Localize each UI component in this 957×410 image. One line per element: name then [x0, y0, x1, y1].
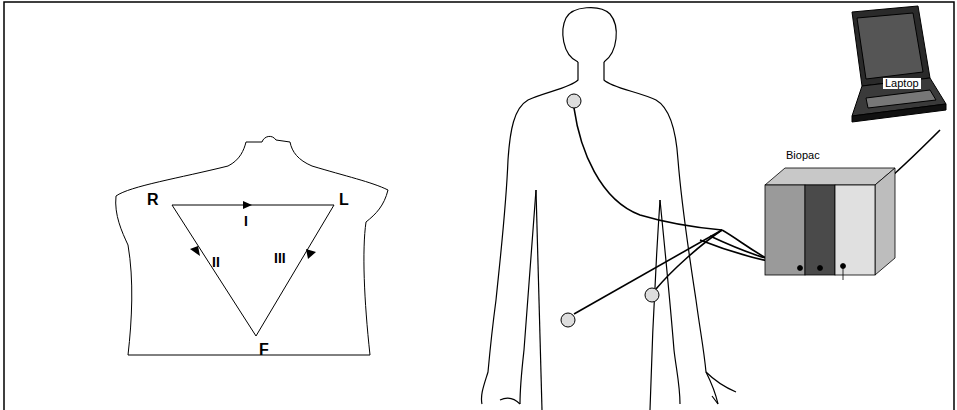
- torso-outline: [116, 136, 388, 355]
- input-port: [798, 266, 803, 271]
- left-hand: [500, 398, 520, 404]
- right-torso-side: [650, 200, 660, 410]
- input-lead: [843, 266, 844, 280]
- right-hand: [706, 372, 736, 404]
- head: [563, 8, 616, 62]
- wire: [574, 230, 722, 314]
- vertex-label: L: [339, 192, 349, 208]
- laptop-screen: [852, 6, 930, 86]
- lead-line: [172, 205, 256, 336]
- vertex-label: R: [147, 192, 159, 208]
- biopac-unit: [765, 168, 895, 280]
- wire: [574, 108, 722, 230]
- lead-arrow: [190, 246, 200, 256]
- electrode: [561, 313, 575, 327]
- electrode-wires: [574, 108, 940, 314]
- electrode: [567, 94, 581, 108]
- vertex-label: F: [259, 342, 269, 358]
- lead-line: [256, 205, 334, 336]
- laptop: [852, 6, 946, 122]
- input-port: [818, 266, 823, 271]
- biopac-module: [765, 185, 805, 275]
- left-inner-arm: [520, 190, 536, 404]
- right-body-outline: [604, 62, 718, 404]
- biopac-top: [765, 168, 895, 185]
- frame: [4, 2, 954, 410]
- lead-arrow: [243, 201, 252, 209]
- wire: [656, 230, 722, 289]
- lead-label: III: [274, 251, 286, 265]
- device-label: Biopac: [786, 150, 820, 161]
- laptop-base: [852, 104, 946, 122]
- human-figure: [481, 8, 736, 410]
- laptop-keys: [866, 90, 936, 108]
- biopac-module: [835, 185, 875, 275]
- laptop-display: [857, 13, 923, 79]
- lead-label: II: [212, 255, 220, 269]
- biopac-side: [875, 168, 895, 275]
- electrode: [645, 288, 659, 302]
- biopac-module: [805, 185, 835, 275]
- right-inner-arm: [660, 200, 680, 404]
- device-label: Laptop: [883, 78, 921, 89]
- lead-line: [172, 205, 334, 206]
- lead-label: I: [244, 214, 248, 228]
- lead-arrow: [306, 249, 316, 259]
- left-torso-side: [536, 190, 542, 410]
- left-body-outline: [481, 62, 578, 404]
